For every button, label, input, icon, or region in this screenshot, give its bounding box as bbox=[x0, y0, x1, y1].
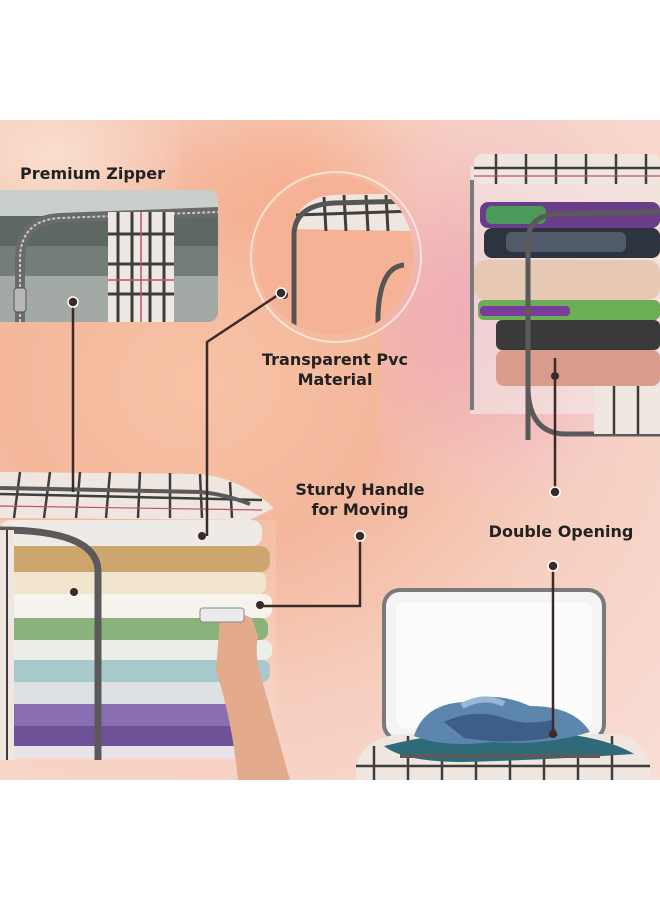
opening-top-dot bbox=[549, 486, 561, 498]
pvc-detail-ring bbox=[250, 171, 422, 343]
open-bag-photo bbox=[344, 586, 660, 780]
callout-lines bbox=[67, 287, 561, 734]
sturdy-handle-label: Sturdy Handle for Moving bbox=[280, 480, 440, 520]
sturdy-handle-line2: for Moving bbox=[311, 500, 409, 519]
double-opening-label: Double Opening bbox=[488, 522, 634, 541]
product-feature-canvas: Premium Zipper bbox=[0, 120, 660, 780]
zipper-detail-photo bbox=[0, 190, 218, 322]
opening-callout-dot bbox=[547, 560, 559, 572]
pvc-callout-dot bbox=[275, 287, 287, 299]
main-storage-bag-photo bbox=[0, 460, 290, 780]
premium-zipper-label: Premium Zipper bbox=[20, 164, 165, 183]
transparent-pvc-line1: Transparent Pvc bbox=[262, 350, 408, 369]
transparent-pvc-label: Transparent Pvc Material bbox=[250, 350, 420, 390]
double-opening-bag-photo bbox=[466, 150, 660, 440]
zipper-callout-dot bbox=[67, 296, 79, 308]
transparent-pvc-line2: Material bbox=[297, 370, 373, 389]
sturdy-handle-line1: Sturdy Handle bbox=[295, 480, 425, 499]
handle-callout-dot bbox=[354, 530, 366, 542]
